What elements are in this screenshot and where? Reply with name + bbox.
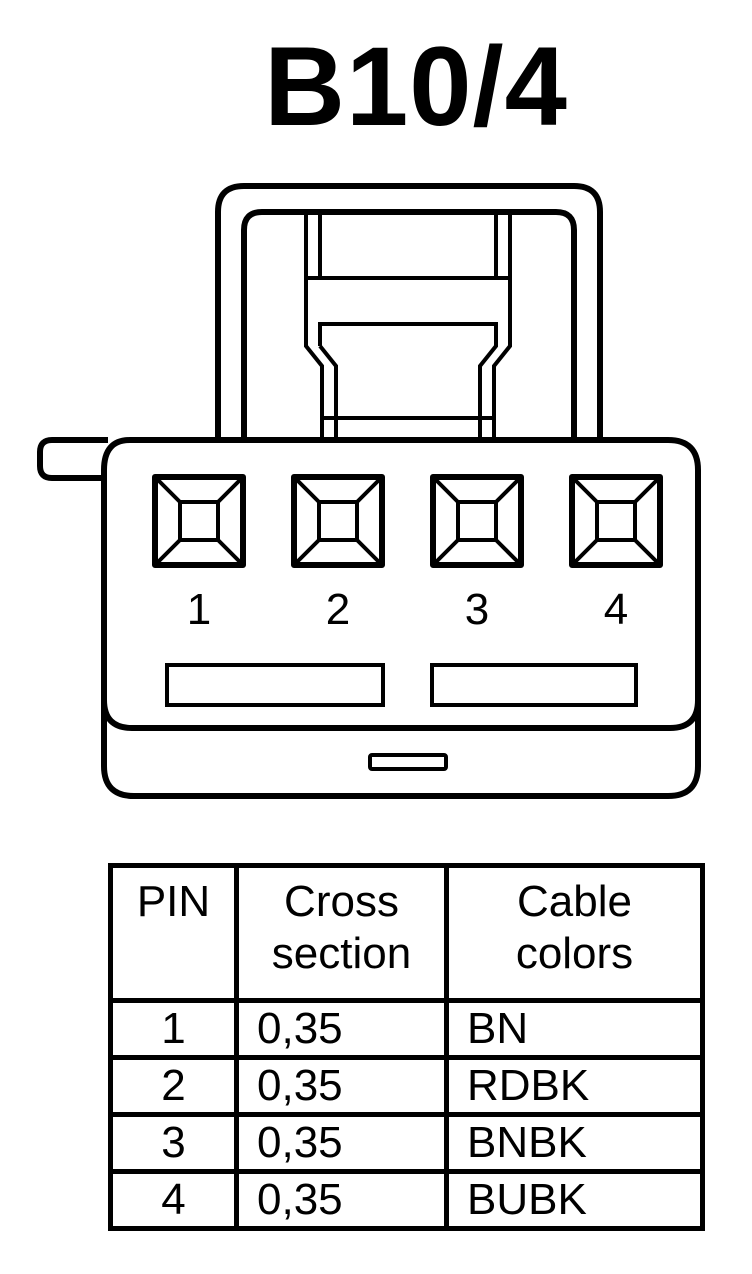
table-row: 2 0,35 RDBK — [108, 1055, 705, 1117]
cell-pin: 3 — [108, 1112, 239, 1174]
connector-drawing: 1 2 3 4 — [37, 183, 701, 799]
cell-cross-section: 0,35 — [234, 1112, 449, 1174]
cell-cable-color: RDBK — [444, 1055, 705, 1117]
cell-cable-color: BN — [444, 998, 705, 1060]
pin-label-4: 4 — [604, 585, 628, 634]
pin-cavity-3 — [430, 474, 524, 568]
table-row: 1 0,35 BN — [108, 998, 705, 1060]
connector-title: B10/4 — [264, 24, 568, 149]
latch-outer — [215, 183, 603, 440]
key-notch — [368, 753, 448, 771]
cell-cross-section: 0,35 — [234, 1169, 449, 1231]
cell-pin: 2 — [108, 1055, 239, 1117]
pin-label-2: 2 — [326, 585, 350, 634]
table-row: 3 0,35 BNBK — [108, 1112, 705, 1174]
cell-cable-color: BNBK — [444, 1112, 705, 1174]
cell-pin: 4 — [108, 1169, 239, 1231]
slot-right — [430, 663, 638, 707]
tongue-lower-outer — [304, 278, 512, 440]
pin-cavity-2 — [291, 474, 385, 568]
slot-left — [165, 663, 385, 707]
pin-label-3: 3 — [465, 585, 489, 634]
cell-cable-color: BUBK — [444, 1169, 705, 1231]
side-tab — [37, 437, 108, 481]
cell-cross-section: 0,35 — [234, 998, 449, 1060]
tongue-lower-inner — [318, 322, 498, 440]
cell-cross-section: 0,35 — [234, 1055, 449, 1117]
latch-inner — [241, 209, 577, 440]
header-pin: PIN — [108, 863, 239, 1003]
housing-step — [101, 699, 701, 731]
pin-cavity-1 — [152, 474, 246, 568]
table-row: 4 0,35 BUBK — [108, 1169, 705, 1231]
cell-pin: 1 — [108, 998, 239, 1060]
pin-label-1: 1 — [187, 585, 211, 634]
pin-cavity-4 — [569, 474, 663, 568]
connector-housing — [101, 437, 701, 799]
